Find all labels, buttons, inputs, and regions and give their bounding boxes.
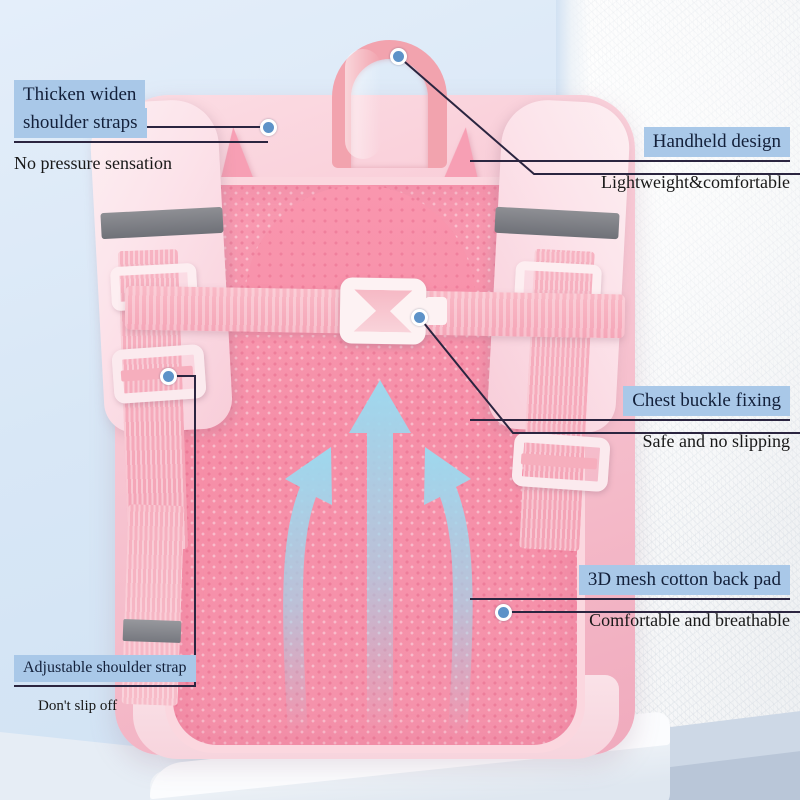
callout-chest-buckle-title: Chest buckle fixing [623, 386, 790, 416]
strap-adjuster-buckle-left [111, 343, 207, 405]
callout-shoulder-straps-title-line2: shoulder straps [14, 108, 314, 138]
adjuster-bar-left [120, 365, 194, 382]
callout-adjustable-strap[interactable]: Adjustable shoulder strap Don't slip off [14, 655, 314, 715]
hotspot-dot-handheld-design[interactable] [389, 47, 407, 65]
callout-back-pad[interactable]: 3D mesh cotton back pad Comfortable and … [470, 565, 790, 631]
callout-back-pad-subtitle: Comfortable and breathable [589, 610, 790, 630]
callout-handheld-design-rule [470, 160, 790, 162]
callout-adjustable-strap-title: Adjustable shoulder strap [14, 655, 196, 682]
callout-handheld-design-subtitle: Lightweight&comfortable [601, 172, 790, 192]
reflective-strip-strap-tail [122, 618, 182, 644]
callout-back-pad-rule [470, 598, 790, 600]
hotspot-dot-adjustable-strap[interactable] [159, 367, 177, 385]
callout-shoulder-straps-title-line1: Thicken widen [14, 80, 314, 110]
callout-adjustable-strap-rule [14, 685, 195, 687]
callout-shoulder-straps-rule [14, 141, 268, 143]
callout-shoulder-straps[interactable]: Thicken widen shoulder straps No pressur… [14, 80, 314, 174]
callout-shoulder-straps-subtitle: No pressure sensation [14, 153, 172, 173]
callout-chest-buckle-subtitle: Safe and no slipping [642, 431, 790, 451]
airflow-arrow-center [349, 380, 411, 735]
hotspot-dot-chest-buckle[interactable] [410, 308, 428, 326]
hotspot-dot-back-pad[interactable] [494, 603, 512, 621]
airflow-arrow-left [283, 447, 332, 735]
callout-back-pad-title: 3D mesh cotton back pad [578, 565, 790, 595]
airflow-arrows [283, 380, 473, 735]
callout-adjustable-strap-subtitle: Don't slip off [38, 698, 118, 714]
callout-handheld-design-title: Handheld design [643, 127, 790, 157]
airflow-arrow-right [424, 447, 473, 735]
callout-handheld-design[interactable]: Handheld design Lightweight&comfortable [470, 127, 790, 193]
adjuster-bar-right [520, 453, 598, 470]
chest-buckle-female-end [425, 297, 447, 325]
callout-chest-buckle-rule [470, 419, 790, 421]
handle-highlight [345, 49, 381, 159]
callout-chest-buckle[interactable]: Chest buckle fixing Safe and no slipping [470, 386, 790, 452]
hotspot-dot-shoulder-straps[interactable] [259, 118, 277, 136]
